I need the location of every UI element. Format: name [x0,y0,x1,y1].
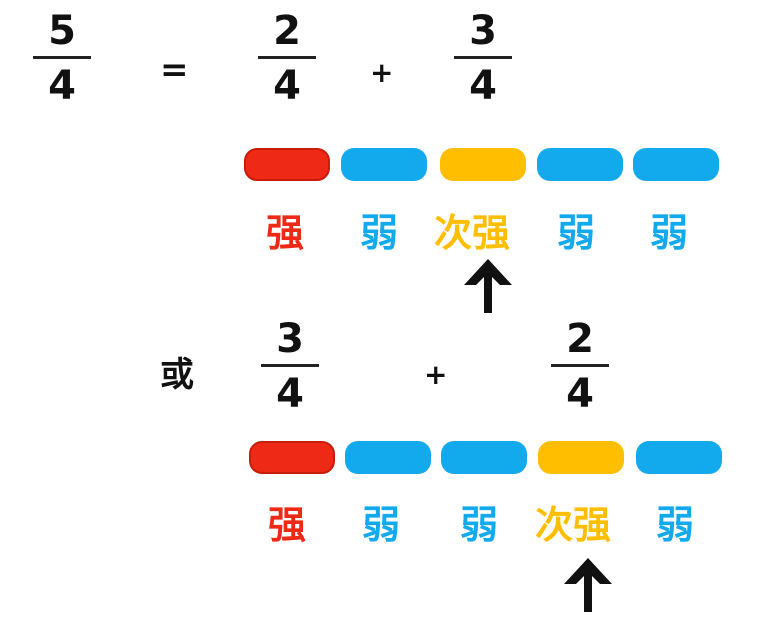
fraction-denominator: 4 [469,63,497,109]
beat-pill-secondary-strong [538,441,624,474]
beat-pill-weak [345,441,431,474]
beat-pill-weak [633,148,719,181]
beat-pill-weak [341,148,427,181]
beat-pill-strong [249,441,335,474]
fraction-numerator: 2 [566,316,594,362]
up-arrow-icon [564,558,612,612]
plus-sign: + [370,56,394,89]
beat-label-weak: 弱 [656,503,695,547]
fraction-bar [258,56,316,59]
beat-label-strong: 强 [268,503,307,547]
fraction-three-quarters: 3 4 [453,10,513,107]
up-arrow-icon [464,259,512,313]
fraction-bar [261,364,319,367]
fraction-five-quarters: 5 4 [32,10,92,107]
beat-label-secondary-strong: 次强 [535,503,612,547]
fraction-numerator: 3 [276,316,304,362]
fraction-denominator: 4 [276,371,304,417]
beat-pill-weak [441,441,527,474]
plus-sign: + [424,358,448,391]
beat-label-strong: 强 [266,211,305,255]
fraction-numerator: 3 [469,8,497,54]
fraction-denominator: 4 [273,63,301,109]
fraction-denominator: 4 [48,63,76,109]
fraction-two-quarters: 2 4 [257,10,317,107]
beat-pill-weak [537,148,623,181]
beat-label-weak: 弱 [362,503,401,547]
beat-pill-secondary-strong [440,148,526,181]
fraction-bar [551,364,609,367]
fraction-bar [454,56,512,59]
beat-label-secondary-strong: 次强 [434,211,511,255]
beat-label-weak: 弱 [460,503,499,547]
fraction-denominator: 4 [566,371,594,417]
beat-label-weak: 弱 [557,211,596,255]
fraction-numerator: 2 [273,8,301,54]
equals-sign: = [160,50,189,90]
beat-pill-weak [636,441,722,474]
fraction-two-quarters: 2 4 [550,318,610,415]
fraction-bar [33,56,91,59]
beat-label-weak: 弱 [360,211,399,255]
beat-label-weak: 弱 [650,211,689,255]
beat-pill-strong [244,148,330,181]
or-label: 或 [160,355,194,395]
fraction-numerator: 5 [48,8,76,54]
fraction-three-quarters: 3 4 [260,318,320,415]
